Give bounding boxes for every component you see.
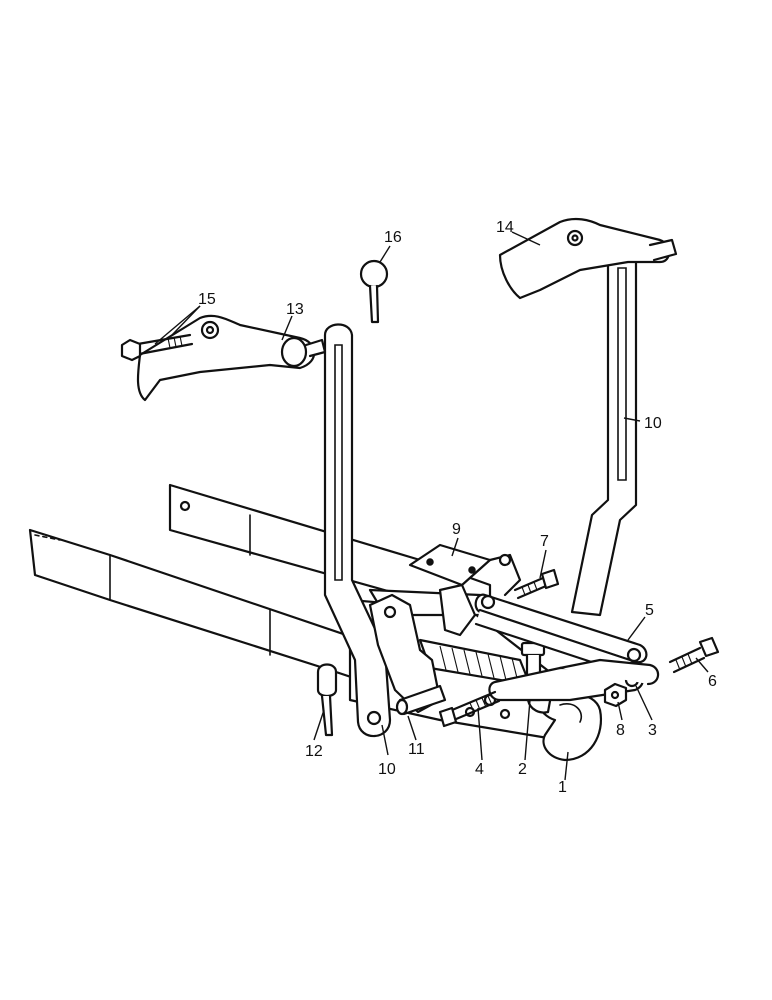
callout-3: 3 <box>648 722 657 739</box>
slotted-bar-left-part-10 <box>323 323 392 738</box>
pin-part-11 <box>395 684 447 716</box>
slotted-bar-right-part-10 <box>570 247 638 617</box>
bolt-part-6 <box>668 636 720 674</box>
bolt-part-4 <box>438 690 501 728</box>
nut-part-8 <box>603 682 628 708</box>
linch-pin-part-12 <box>316 663 338 737</box>
callout-12: 12 <box>305 743 323 760</box>
lift-arm-left-part-13 <box>136 314 327 402</box>
callout-9: 9 <box>452 521 461 538</box>
lift-arm-right-part-14 <box>498 217 678 300</box>
callout-6: 6 <box>708 673 717 690</box>
bracket-left <box>368 593 442 714</box>
callout-15: 15 <box>198 291 216 308</box>
callout-11: 11 <box>408 741 425 758</box>
callout-2: 2 <box>518 761 527 778</box>
callout-14: 14 <box>496 219 514 236</box>
callout-5: 5 <box>645 602 654 619</box>
bolt-part-7 <box>513 568 560 600</box>
bracket-plate-part-9 <box>408 543 522 637</box>
leader-lines <box>154 231 709 781</box>
callout-16: 16 <box>384 229 402 246</box>
callout-1: 1 <box>558 779 567 796</box>
linch-pin-part-16 <box>359 259 389 324</box>
callout-7: 7 <box>540 533 549 550</box>
callout-labels: 1 2 3 4 5 6 7 8 9 10 10 11 12 13 14 15 1… <box>198 219 717 796</box>
bolt-part-15 <box>120 333 194 362</box>
callout-4: 4 <box>475 761 484 778</box>
callout-10-lower: 10 <box>378 761 396 778</box>
callout-8: 8 <box>616 722 625 739</box>
callout-10-upper: 10 <box>644 415 662 432</box>
callout-13: 13 <box>286 301 304 318</box>
